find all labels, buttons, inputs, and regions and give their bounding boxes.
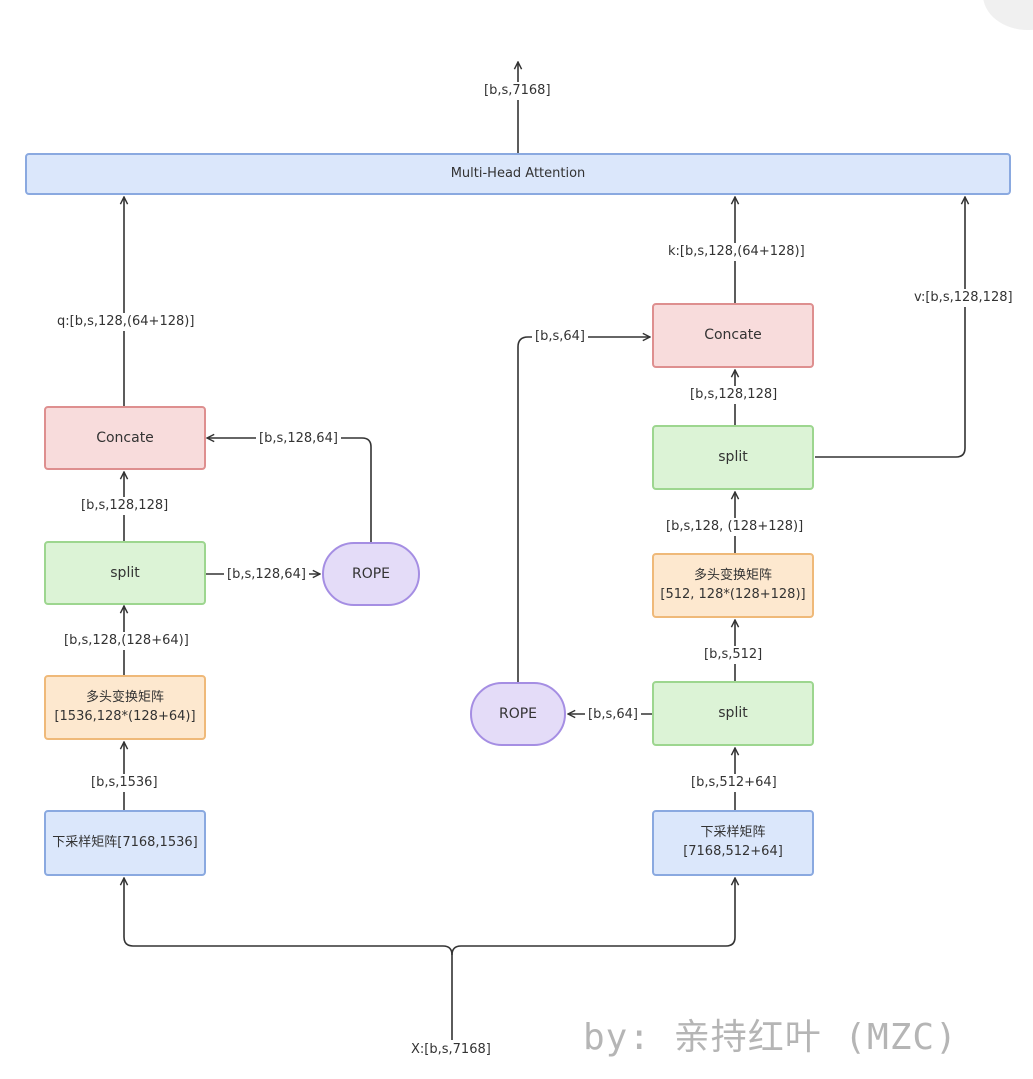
q-up-to-split-label: [b,s,128,(128+64)] <box>61 632 192 650</box>
q-split-to-rope-label: [b,s,128,64] <box>224 566 309 584</box>
kv-split-to-up-label: [b,s,512] <box>701 646 766 664</box>
q-split-node: split <box>44 541 206 605</box>
edge-v-to-mha <box>815 197 965 458</box>
kv-down-to-split-label: [b,s,512+64] <box>688 774 780 792</box>
edge-input-fork-left <box>124 878 453 1040</box>
q-rope-node: ROPE <box>322 542 420 606</box>
v-output-shape-label: v:[b,s,128,128] <box>911 289 1016 307</box>
input-shape-label: X:[b,s,7168] <box>408 1041 494 1059</box>
q-multihead-projection-node: 多头变换矩阵 [1536,128*(128+64)] <box>44 675 206 740</box>
multi-head-attention-block: Multi-Head Attention <box>25 153 1011 195</box>
kv-multihead-projection-node: 多头变换矩阵 [512, 128*(128+128)] <box>652 553 814 618</box>
q-concat-node: Concate <box>44 406 206 470</box>
edge-q-rope-to-concat <box>207 438 372 542</box>
q-output-shape-label: q:[b,s,128,(64+128)] <box>54 313 198 331</box>
edge-input-fork-right <box>451 878 735 956</box>
output-shape-label: [b,s,7168] <box>481 82 554 100</box>
q-down-to-up-label: [b,s,1536] <box>88 774 161 792</box>
kv-up-to-split-label: [b,s,128, (128+128)] <box>663 518 807 536</box>
kv-split-to-rope-label: [b,s,64] <box>585 706 641 724</box>
k-output-shape-label: k:[b,s,128,(64+128)] <box>665 243 808 261</box>
k-rope-node: ROPE <box>470 682 566 746</box>
k-rope-to-concat-label: [b,s,64] <box>532 328 588 346</box>
kv-concat-node: Concate <box>652 303 814 368</box>
q-downsample-node: 下采样矩阵[7168,1536] <box>44 810 206 876</box>
edge-k-rope-to-concat <box>517 337 650 682</box>
kv-split-top-node: split <box>652 425 814 490</box>
kv-downsample-node: 下采样矩阵 [7168,512+64] <box>652 810 814 876</box>
author-signature: by: 亲持红叶 (MZC) <box>583 1017 958 1058</box>
kv-split-to-concat-label: [b,s,128,128] <box>687 386 781 404</box>
q-split-to-concat-label: [b,s,128,128] <box>78 497 172 515</box>
q-rope-to-concat-label: [b,s,128,64] <box>256 430 341 448</box>
kv-split-bottom-node: split <box>652 681 814 746</box>
